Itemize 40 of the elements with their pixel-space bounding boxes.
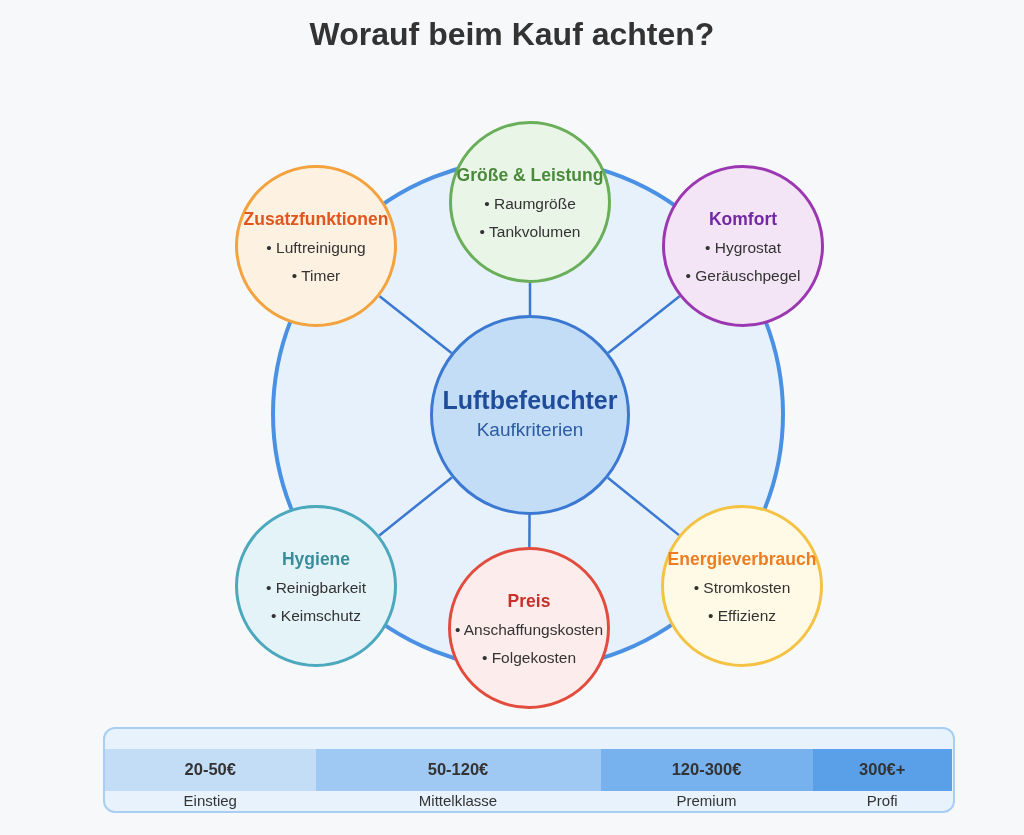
diagram-title: Worauf beim Kauf achten? — [309, 15, 715, 54]
connector-line — [528, 283, 532, 315]
connector-line — [607, 295, 681, 354]
price-range: 120-300€ — [671, 759, 742, 780]
bullet-item: • Effizienz — [708, 606, 776, 626]
price-segment — [812, 748, 952, 791]
tier-label: Mittelklasse — [418, 792, 498, 810]
topic-title: Energieverbrauch — [667, 548, 817, 570]
price-range: 300€+ — [859, 759, 906, 780]
bullet-item: • Stromkosten — [693, 578, 791, 598]
bullet-item: • Hygrostat — [704, 238, 782, 258]
bullet-item: • Raumgröße — [484, 194, 576, 214]
connector-line — [378, 476, 453, 537]
bullet-item: • Keimschutz — [271, 606, 361, 626]
price-range: 50-120€ — [427, 759, 489, 780]
connector-line — [378, 295, 453, 354]
topic-title: Größe & Leistung — [456, 164, 604, 186]
bullet-item: • Geräuschpegel — [685, 266, 801, 286]
price-segment — [600, 748, 813, 791]
connector-line — [607, 476, 680, 537]
topic-title: Preis — [507, 590, 551, 612]
bullet-item: • Folgekosten — [481, 648, 577, 668]
hub-title: Luftbefeuchter — [442, 385, 618, 415]
tier-label: Einstieg — [183, 792, 237, 810]
connector-line — [528, 515, 531, 547]
tier-label: Profi — [866, 792, 898, 810]
topic-title: Hygiene — [281, 548, 351, 570]
price-range: 20-50€ — [184, 759, 236, 780]
price-segment — [105, 748, 316, 791]
tier-label: Premium — [676, 792, 737, 810]
topic-title: Zusatzfunktionen — [243, 208, 389, 230]
bullet-item: • Anschaffungskosten — [454, 620, 604, 640]
hub-subtitle: Kaufkriterien — [476, 418, 584, 442]
price-segment — [315, 748, 601, 791]
bullet-item: • Reinigbarkeit — [265, 578, 367, 598]
topic-title: Komfort — [709, 208, 777, 230]
bullet-item: • Luftreinigung — [266, 238, 366, 258]
price-scale-panel — [103, 727, 955, 813]
bullet-item: • Timer — [291, 266, 341, 286]
bullet-item: • Tankvolumen — [479, 222, 581, 242]
